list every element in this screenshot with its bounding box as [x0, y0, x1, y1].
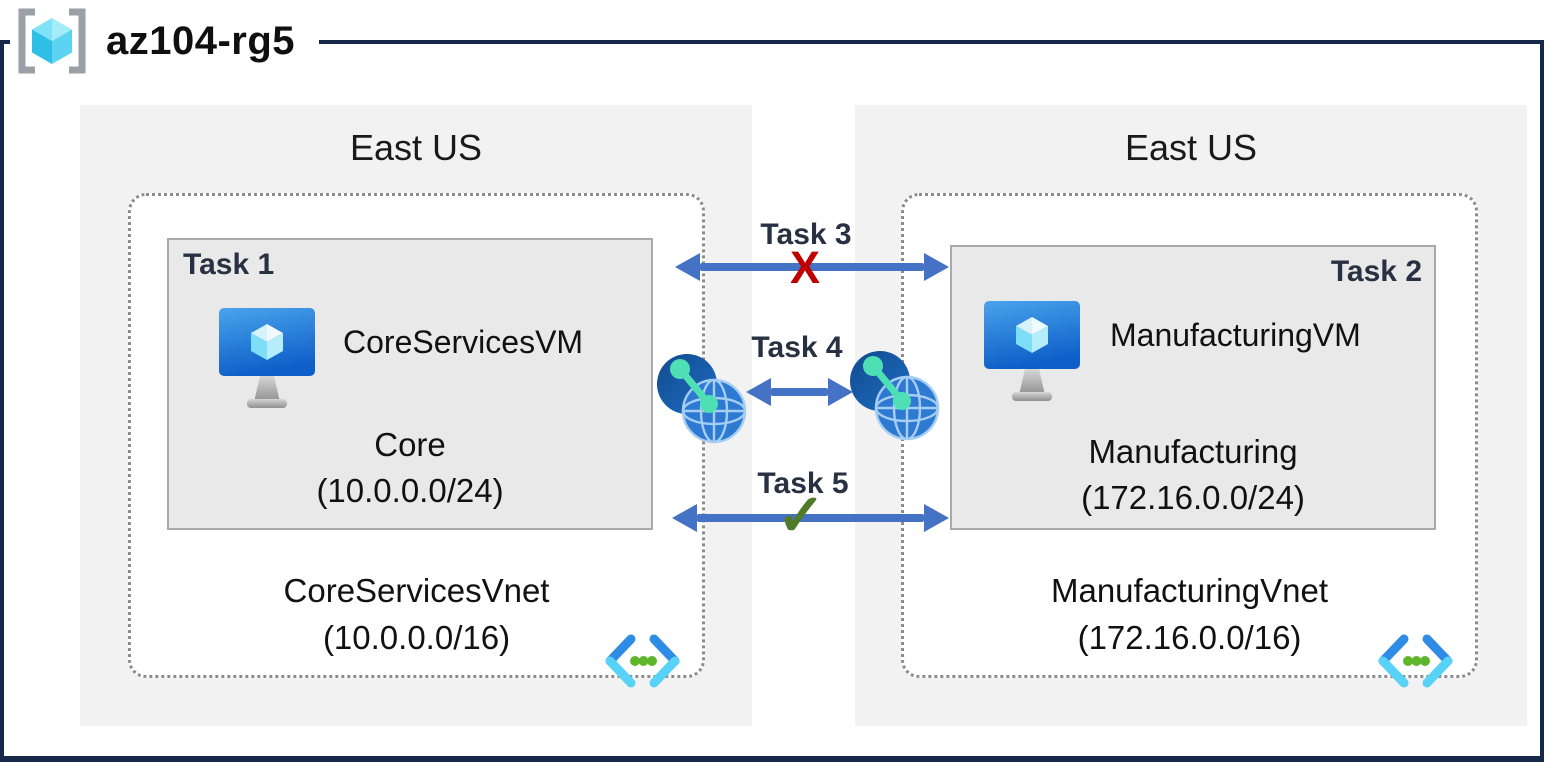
region-location-label: East US [349, 127, 483, 168]
resource-group-legend: az104-rg5 [10, 2, 320, 80]
task-4-arrow [771, 388, 828, 396]
vnet-name: CoreServicesVnet [283, 572, 550, 609]
vm-row: CoreServicesVM [169, 306, 651, 428]
subnet-cidr: (10.0.0.0/24) [316, 471, 504, 509]
vnet-name-label: ManufacturingVnet (172.16.0.0/16) [904, 568, 1475, 662]
resource-group-title: az104-rg5 [106, 18, 296, 63]
vm-row: ManufacturingVM [952, 299, 1434, 421]
subnet-name-label: Core (10.0.0.0/24) [169, 422, 651, 513]
virtual-network-icon [1378, 634, 1453, 688]
task-2-label: Task 2 [1330, 255, 1422, 288]
region-location-label: East US [1124, 127, 1258, 168]
subnet-cidr: (172.16.0.0/24) [1081, 478, 1305, 516]
vnet-cidr: (10.0.0.0/16) [322, 618, 511, 656]
subnet-name: Core [374, 426, 446, 463]
subnet-name: Manufacturing [1088, 433, 1298, 470]
task-3-arrow [700, 263, 924, 271]
task-1-label: Task 1 [183, 248, 275, 281]
blocked-x-marker: X [789, 242, 821, 293]
subnet-box-manufacturing: Task 2 ManufacturingVM Manufacturing (17… [950, 245, 1436, 530]
subnet-name-label: Manufacturing (172.16.0.0/24) [952, 429, 1434, 520]
vnet-peering-icon [850, 351, 940, 441]
task-5-label: Task 5 [757, 467, 849, 500]
task-5-arrow [697, 514, 924, 522]
resource-group-icon [18, 8, 86, 74]
vnet-cidr: (172.16.0.0/16) [1077, 618, 1302, 656]
vm-name: CoreServicesVM [343, 324, 584, 360]
virtual-network-icon [605, 634, 680, 688]
vnet-name-label: CoreServicesVnet (10.0.0.0/16) [131, 568, 702, 662]
vm-name: ManufacturingVM [1110, 317, 1361, 353]
task-3-label: Task 3 [760, 218, 852, 251]
resource-group-frame [0, 40, 1544, 762]
task-4-label: Task 4 [751, 331, 843, 364]
vnet-peering-icon [657, 354, 747, 444]
virtual-machine-icon [219, 308, 315, 408]
virtual-machine-icon [984, 301, 1080, 401]
subnet-box-core: Task 1 CoreServicesVM Core (10.0.0.0/24) [167, 238, 653, 530]
allowed-check-marker: ✓ [776, 483, 826, 548]
vnet-name: ManufacturingVnet [1050, 572, 1328, 609]
